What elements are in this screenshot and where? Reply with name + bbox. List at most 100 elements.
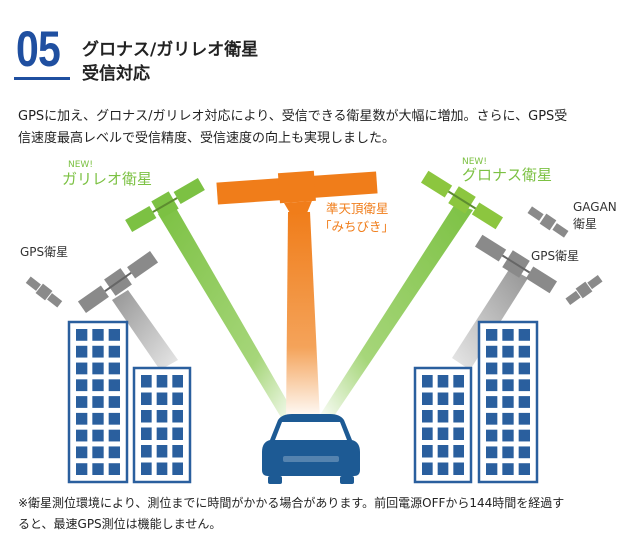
building-window xyxy=(437,392,449,405)
building-window xyxy=(76,362,88,375)
building-window xyxy=(92,412,104,425)
building-window xyxy=(141,410,152,423)
building-window xyxy=(422,427,433,440)
building-window xyxy=(502,396,514,408)
building-window xyxy=(76,446,88,459)
building-window xyxy=(92,362,104,375)
building-window xyxy=(502,429,514,442)
galileo-satellite-icon xyxy=(125,177,205,233)
building-window xyxy=(172,445,183,458)
building-window xyxy=(156,392,168,405)
building-window xyxy=(172,462,183,475)
building-window xyxy=(156,445,168,458)
building-window xyxy=(453,427,464,440)
building-window xyxy=(486,396,498,408)
building-window xyxy=(92,379,104,392)
heading-line-1: グロナス/ガリレオ衛星 xyxy=(82,40,259,60)
footnote-line-1: ※衛星測位環境により、測位までに時間がかかる場合があります。前回電源OFFから1… xyxy=(18,496,565,510)
building-window xyxy=(518,429,530,442)
satellite-reception-illustration: NEW! ガリレオ衛星 NEW! グロナス衛星 準天頂衛星 「みちびき」 GPS… xyxy=(20,157,617,484)
building-window xyxy=(422,375,433,388)
building-window xyxy=(502,379,514,392)
building-window xyxy=(486,379,498,392)
building-window xyxy=(108,463,120,475)
intro-text: GPSに加え、グロナス/ガリレオ対応により、受信できる衛星数が大幅に増加。さらに… xyxy=(18,106,618,150)
building-window xyxy=(437,375,449,388)
building-window xyxy=(453,392,464,405)
building-window xyxy=(141,375,152,388)
building-window xyxy=(518,362,530,375)
building-window xyxy=(422,462,433,475)
building-window xyxy=(518,463,530,475)
gps-beam-left-1 xyxy=(112,290,178,370)
section-number-underline xyxy=(14,77,70,80)
building-window xyxy=(486,345,498,358)
intro-line-2: 信速度最高レベルで受信精度、受信速度の向上も実現しました。 xyxy=(18,131,396,146)
qzss-beam xyxy=(286,212,320,420)
intro-line-1: GPSに加え、グロナス/ガリレオ対応により、受信できる衛星数が大幅に増加。さらに… xyxy=(18,109,568,124)
building-window xyxy=(518,329,530,341)
building-window xyxy=(108,412,120,425)
building-window xyxy=(453,445,464,458)
building-window xyxy=(502,329,514,341)
building-window xyxy=(502,362,514,375)
gagan-label-line-2: 衛星 xyxy=(573,217,597,231)
qzss-label-line-2: 「みちびき」 xyxy=(319,219,394,234)
building-window xyxy=(92,429,104,442)
building-window xyxy=(108,345,120,358)
gagan-label-line-1: GAGAN xyxy=(573,200,617,214)
building-window xyxy=(76,329,88,341)
building-window xyxy=(92,396,104,408)
building-window xyxy=(172,392,183,405)
galileo-label: ガリレオ衛星 xyxy=(62,170,152,188)
gagan-satellite-icon xyxy=(527,206,569,238)
car-icon xyxy=(262,414,360,484)
qzss-satellite-icon xyxy=(216,170,378,215)
galileo-beam xyxy=(158,208,298,424)
building-window xyxy=(156,427,168,440)
building-window xyxy=(502,446,514,459)
building-window xyxy=(453,410,464,423)
section-number: 05 xyxy=(16,21,61,77)
building-window xyxy=(108,429,120,442)
building-window xyxy=(422,445,433,458)
gps-satellite-icon-right-large xyxy=(474,234,558,294)
footnote-line-2: ると、最速GPS測位は機能しません。 xyxy=(18,517,222,531)
gps-satellite-icon-left-large xyxy=(77,251,159,313)
building-window xyxy=(486,429,498,442)
building-window xyxy=(486,362,498,375)
building-window xyxy=(141,427,152,440)
gps-beam-right-1 xyxy=(452,268,528,370)
building-window xyxy=(76,412,88,425)
building-window xyxy=(141,445,152,458)
glonass-satellite-icon xyxy=(420,170,504,230)
building-window xyxy=(108,396,120,408)
qzss-label-line-1: 準天頂衛星 xyxy=(326,201,389,216)
building-window xyxy=(172,427,183,440)
building-window xyxy=(518,379,530,392)
building-window xyxy=(76,463,88,475)
building-window xyxy=(76,345,88,358)
building-window xyxy=(108,446,120,459)
building-window xyxy=(108,362,120,375)
glonass-new-badge: NEW! xyxy=(462,157,487,167)
galileo-new-badge: NEW! xyxy=(68,160,93,170)
building-window xyxy=(437,427,449,440)
building-window xyxy=(141,392,152,405)
building-window xyxy=(502,345,514,358)
building-window xyxy=(486,412,498,425)
building-window xyxy=(453,375,464,388)
building-window xyxy=(518,446,530,459)
glonass-label: グロナス衛星 xyxy=(462,166,552,184)
building-window xyxy=(76,396,88,408)
building-window xyxy=(108,329,120,341)
gps-label-left: GPS衛星 xyxy=(20,245,68,259)
building-window xyxy=(156,462,168,475)
building-window xyxy=(518,396,530,408)
building-window xyxy=(437,445,449,458)
building-window xyxy=(486,446,498,459)
building-window xyxy=(518,412,530,425)
building-window xyxy=(437,462,449,475)
gps-satellite-icon-right-small xyxy=(565,275,603,305)
building-window xyxy=(422,392,433,405)
